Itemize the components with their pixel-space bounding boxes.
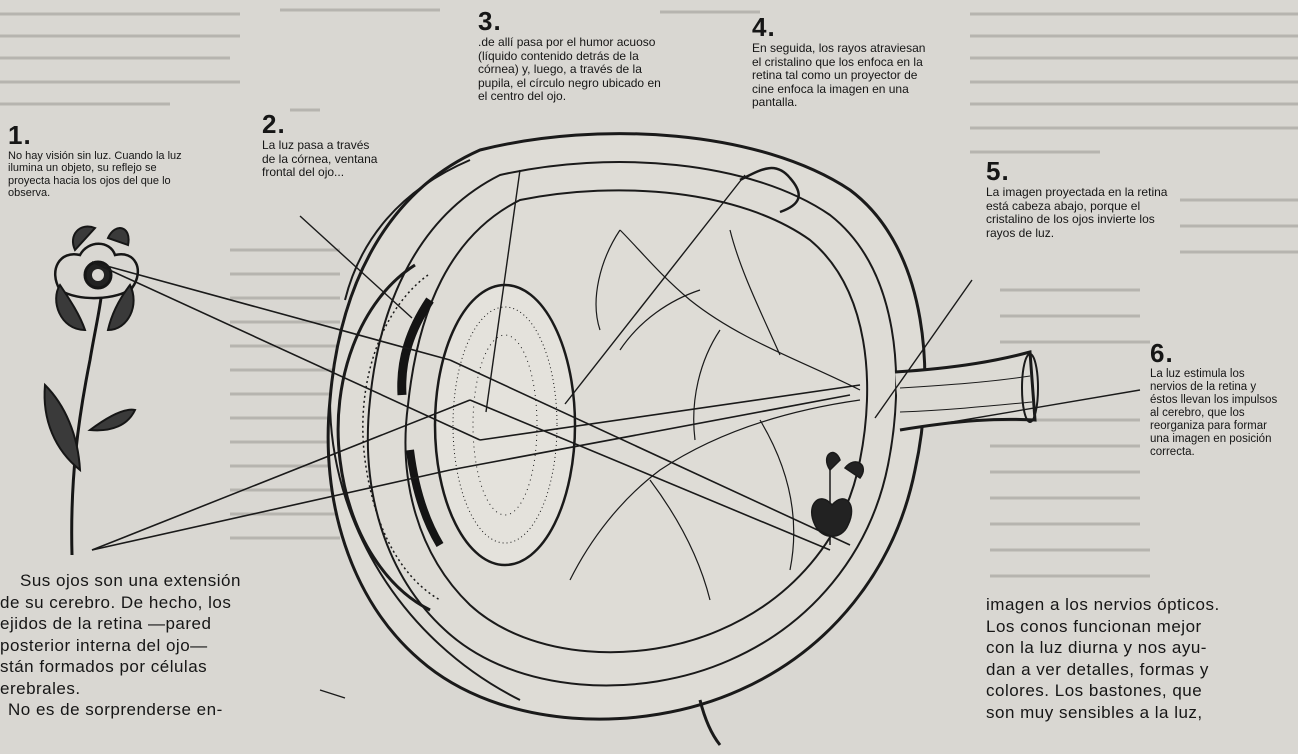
- body-line: erebrales.: [0, 678, 282, 700]
- body-text-left: Sus ojos son una extensión de su cerebro…: [0, 570, 282, 721]
- step-text: .de allí pasa por el humor acuoso (líqui…: [478, 36, 668, 104]
- body-line: dan a ver detalles, formas y: [986, 659, 1292, 681]
- step-6-callout: 6. La luz estimula los nervios de la ret…: [1150, 340, 1282, 459]
- body-line: posterior interna del ojo—: [0, 635, 282, 657]
- eyeball-drawing: [328, 134, 1038, 745]
- step-3-callout: 3. .de allí pasa por el humor acuoso (lí…: [478, 8, 668, 104]
- step-text: La luz pasa a través de la córnea, venta…: [262, 139, 382, 180]
- step-number: 4.: [752, 14, 937, 40]
- body-line: de su cerebro. De hecho, los: [0, 592, 282, 614]
- body-line: Los conos funcionan mejor: [986, 616, 1292, 638]
- body-line: con la luz diurna y nos ayu-: [986, 637, 1292, 659]
- step-5-callout: 5. La imagen proyectada en la retina est…: [986, 158, 1186, 240]
- step-text: La luz estimula los nervios de la retina…: [1150, 368, 1282, 459]
- body-text-right: imagen a los nervios ópticos. Los conos …: [986, 594, 1292, 723]
- body-line: No es de sorprenderse en-: [0, 699, 282, 721]
- step-text: No hay visión sin luz. Cuando la luz ilu…: [8, 150, 188, 200]
- step-number: 1.: [8, 122, 188, 148]
- step-number: 5.: [986, 158, 1186, 184]
- step-number: 2.: [262, 111, 382, 137]
- step-number: 6.: [1150, 340, 1282, 366]
- step-number: 3.: [478, 8, 668, 34]
- step-2-callout: 2. La luz pasa a través de la córnea, ve…: [262, 111, 382, 180]
- body-line: colores. Los bastones, que: [986, 680, 1292, 702]
- body-line: Sus ojos son una extensión: [0, 570, 282, 592]
- step-4-callout: 4. En seguida, los rayos atraviesan el c…: [752, 14, 937, 110]
- step-1-callout: 1. No hay visión sin luz. Cuando la luz …: [8, 122, 188, 200]
- step-text: En seguida, los rayos atraviesan el cris…: [752, 42, 937, 110]
- body-line: stán formados por células: [0, 656, 282, 678]
- body-line: imagen a los nervios ópticos.: [986, 594, 1292, 616]
- body-line: son muy sensibles a la luz,: [986, 702, 1292, 724]
- body-line: ejidos de la retina —pared: [0, 613, 282, 635]
- step-text: La imagen proyectada en la retina está c…: [986, 186, 1186, 240]
